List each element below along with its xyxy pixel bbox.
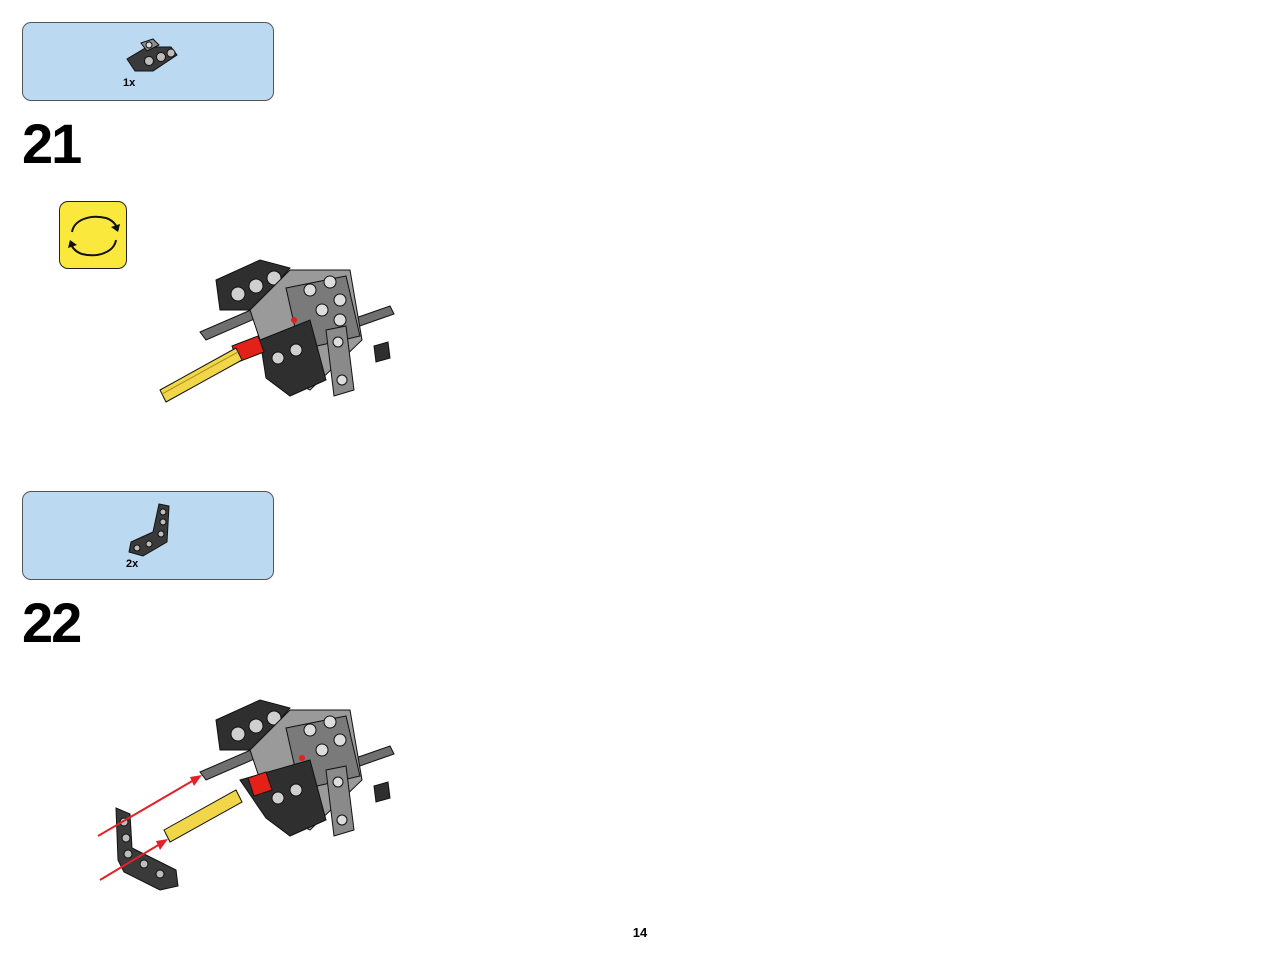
model-assembly-step-21 <box>159 259 395 403</box>
rotate-model-icon <box>59 201 127 269</box>
part-quantity: 1x <box>123 77 136 89</box>
parts-list-step-21: 1x <box>22 22 274 101</box>
parts-list-step-22: 2x <box>22 491 274 580</box>
step-number: 21 <box>22 112 82 175</box>
model-assembly-step-22 <box>97 699 395 891</box>
part-quantity: 2x <box>126 558 139 570</box>
angled-beam-icon <box>128 503 170 557</box>
page-number: 14 <box>632 925 648 940</box>
connector-block-icon <box>126 38 178 72</box>
step-number: 22 <box>22 591 82 654</box>
